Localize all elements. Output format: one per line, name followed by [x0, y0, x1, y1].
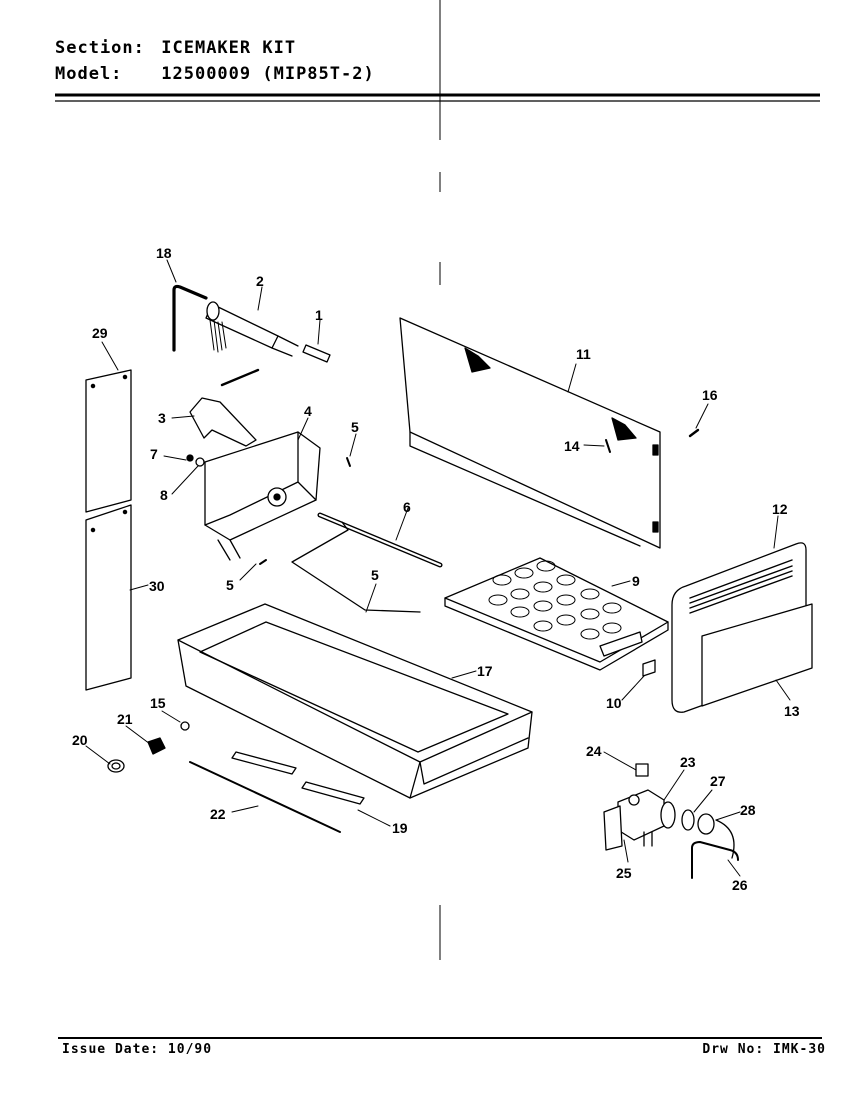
callout-6: 5 [371, 567, 379, 583]
callout-28: 27 [710, 773, 726, 789]
callout-21: 20 [72, 732, 88, 748]
shaft-2 [205, 301, 299, 357]
pin [220, 368, 260, 387]
grommet-21 [107, 759, 125, 773]
callout-12: 11 [576, 346, 591, 362]
section-label: Section: [55, 38, 145, 58]
model-label: Model: [55, 64, 123, 84]
strip-20b [301, 781, 365, 805]
callout-1: 1 [315, 307, 323, 323]
callout-9: 8 [160, 487, 168, 503]
section-line: Section: ICEMAKER KIT [55, 38, 296, 58]
callout-24: 23 [680, 754, 696, 770]
issue-date-label: Issue Date: [62, 1042, 160, 1057]
ice-mold-10 [444, 557, 669, 671]
callout-19: 18 [156, 245, 172, 261]
callout-labels: 18 2 1 29 3 4 5 7 8 6 5 5 30 11 14 16 9 … [72, 245, 800, 893]
nut-16 [180, 721, 190, 731]
callout-5b: 5 [226, 577, 234, 593]
part-22 [147, 737, 166, 755]
callout-13: 12 [772, 501, 788, 517]
callout-4: 4 [304, 403, 312, 419]
plate-14 [701, 603, 813, 707]
callout-23: 22 [210, 806, 226, 822]
callout-30: 29 [92, 325, 108, 341]
clip-11 [642, 659, 656, 677]
screw-5a [346, 457, 351, 467]
callout-14: 13 [784, 703, 800, 719]
callout-8: 7 [150, 446, 158, 462]
hex-wrench-19 [172, 284, 208, 352]
callout-15: 14 [564, 438, 580, 454]
screw-17 [688, 428, 700, 438]
callout-11: 10 [606, 695, 622, 711]
callout-25: 24 [586, 743, 602, 759]
section-value: ICEMAKER KIT [161, 38, 297, 58]
fitting-29 [697, 813, 735, 859]
wire-6 [291, 521, 421, 613]
washer-28 [681, 809, 695, 831]
callout-16: 15 [150, 695, 166, 711]
rod-23 [189, 761, 341, 833]
callout-5a: 5 [351, 419, 359, 435]
nut-25 [635, 763, 649, 777]
screw-15 [605, 439, 611, 453]
ice-bin-18 [177, 603, 533, 799]
callout-29: 28 [740, 802, 756, 818]
issue-date-value: 10/90 [167, 1042, 213, 1057]
screw-5b [259, 559, 267, 565]
callout-3: 3 [158, 410, 166, 426]
callout-20: 19 [392, 820, 408, 836]
issue-date: Issue Date: 10/90 [62, 1042, 212, 1057]
strip-20a [231, 751, 297, 775]
part-1 [302, 344, 331, 363]
heater-rod-7 [317, 512, 443, 568]
callout-22: 21 [117, 711, 133, 727]
callout-31: 30 [149, 578, 165, 594]
side-panel-31 [85, 504, 132, 691]
model-value: 12500009 (MIP85T-2) [161, 64, 375, 84]
callout-26: 25 [616, 865, 632, 881]
callout-10: 9 [632, 573, 640, 589]
nut-8 [186, 454, 194, 462]
washer-9 [195, 457, 205, 467]
drawing-number: Drw No: IMK-30 [702, 1042, 826, 1057]
model-line: Model: 12500009 (MIP85T-2) [55, 64, 375, 84]
callout-18: 17 [477, 663, 493, 679]
drawing-number-value: IMK-30 [773, 1042, 826, 1057]
leader-lines [85, 259, 791, 877]
callout-2: 2 [256, 273, 264, 289]
back-panel-12 [399, 317, 661, 549]
callout-17: 16 [702, 387, 718, 403]
side-panel-30 [85, 369, 132, 513]
callout-7: 6 [403, 499, 411, 515]
ejector-arm-3 [189, 397, 257, 447]
drawing-number-label: Drw No: [702, 1042, 765, 1057]
control-module-4 [204, 431, 321, 561]
tube-27 [691, 841, 739, 879]
water-valve-24 [603, 789, 676, 851]
callout-27: 26 [732, 877, 748, 893]
